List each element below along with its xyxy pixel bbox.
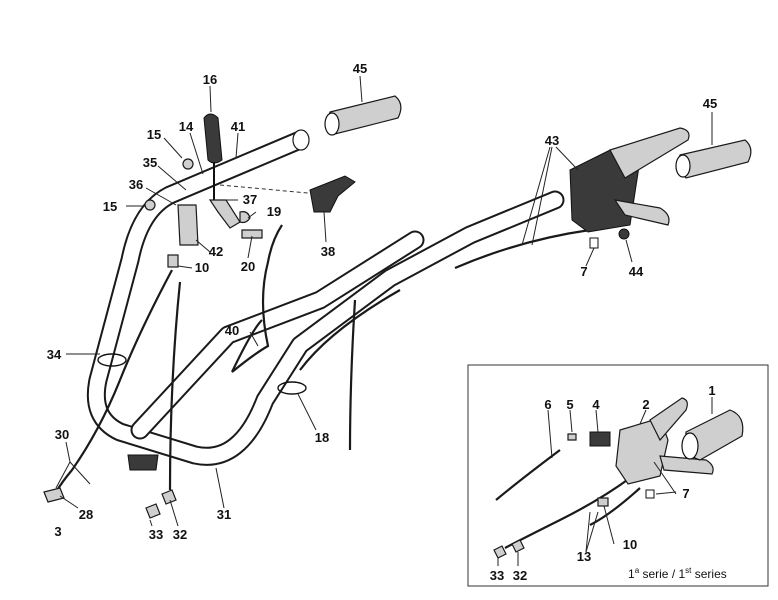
callout-37: 37 [243,192,257,207]
fitting-32 [161,489,177,505]
inset-caption: 1a serie / 1st series [628,566,727,581]
callout-45-left: 45 [353,61,367,76]
inset-callout-32: 32 [513,568,527,583]
washer-19 [239,211,251,224]
callout-15-upper: 15 [147,127,161,142]
callout-28: 28 [79,507,93,522]
callout-30: 30 [55,427,69,442]
callout-31: 31 [217,507,231,522]
switch-38 [309,175,356,213]
callout-18: 18 [315,430,329,445]
inset-first-series: 1 2 4 5 6 7 10 13 33 32 1a serie / 1st s… [467,364,769,587]
callout-33: 33 [149,527,163,542]
gear-lever-assembly [144,113,356,268]
inset-callout-13: 13 [577,549,591,564]
inset-screw-5 [567,433,577,441]
inset-callout-5: 5 [566,397,573,412]
callout-14: 14 [179,119,194,134]
lever-knob-16 [203,113,223,164]
control-box-assembly [569,127,690,249]
inset-callout-7: 7 [682,486,689,501]
callout-43: 43 [545,133,559,148]
handlebar-frame [86,129,565,471]
inset-frame [467,364,769,587]
bottom-leaders [149,499,179,527]
cables [55,224,591,493]
spring-7 [589,237,599,249]
inset-upper-lever [649,397,688,442]
bolt-20 [241,229,263,239]
nut-44 [618,228,630,240]
inset-switch-4 [589,431,611,447]
cap-3 [43,487,65,503]
callouts-main: 16 14 41 15 35 36 15 37 19 42 10 20 38 4… [47,61,717,542]
leader-lines [55,75,713,509]
callout-35: 35 [143,155,157,170]
inset-callout-4: 4 [592,397,600,412]
inset-callout-1: 1 [708,383,715,398]
callout-10: 10 [195,260,209,275]
nut-15 [182,158,194,170]
callout-34: 34 [47,347,62,362]
callout-16: 16 [203,72,217,87]
upper-lever [609,127,690,179]
callout-45-right: 45 [703,96,717,111]
callout-19: 19 [267,204,281,219]
callout-40: 40 [225,323,239,338]
callout-41: 41 [231,119,245,134]
clamp-34 [97,353,127,367]
inset-callout-6: 6 [544,397,551,412]
fitting-33 [145,503,161,519]
clamp-18 [277,381,307,395]
callout-42: 42 [209,244,223,259]
callout-15-lower: 15 [103,199,117,214]
inset-callout-10: 10 [623,537,637,552]
inset-spring-7 [645,489,655,499]
callout-36: 36 [129,177,143,192]
callout-44: 44 [629,264,644,279]
inset-callout-2: 2 [642,397,649,412]
grip-right-45 [675,139,752,179]
lever-plate-37 [208,199,241,229]
callout-3: 3 [54,524,61,539]
grip-left-45 [324,95,402,136]
callout-7: 7 [580,264,587,279]
frame-bracket [127,454,159,471]
callout-32: 32 [173,527,187,542]
callout-38: 38 [321,244,335,259]
lower-lever [613,199,670,226]
inset-adjuster-10 [597,497,609,507]
nut-15b [144,199,156,211]
callout-20: 20 [241,259,255,274]
adjuster-10 [167,254,179,268]
inset-callout-33: 33 [490,568,504,583]
plate-35 [177,204,199,246]
